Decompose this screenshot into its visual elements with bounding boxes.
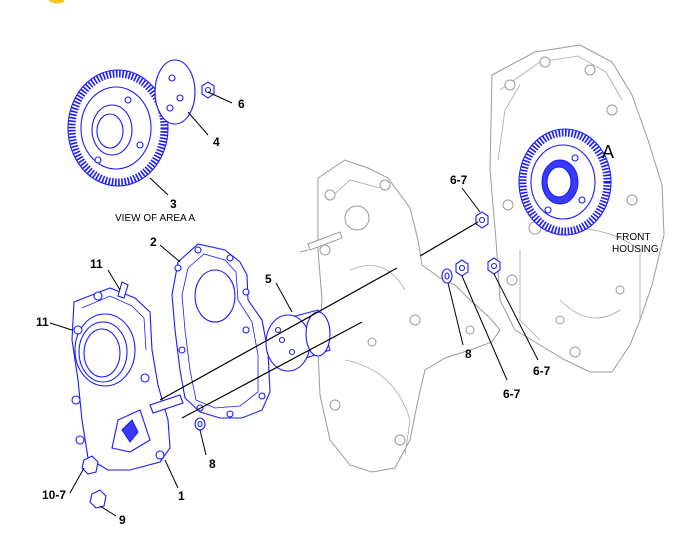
callout-11-left: 11 — [36, 315, 49, 329]
idler-gear — [67, 69, 169, 187]
timing-plate — [299, 159, 501, 473]
callout-5: 5 — [265, 272, 272, 286]
callout-9: 9 — [119, 513, 126, 527]
leader-lines — [49, 91, 539, 517]
housing-gear — [518, 128, 612, 236]
callout-4: 4 — [213, 135, 220, 149]
assembly-axes — [159, 221, 479, 419]
corner-accent — [48, 0, 64, 4]
callout-8-left: 8 — [209, 457, 216, 471]
bolt-10-7 — [81, 455, 99, 475]
callout-11-top: 11 — [90, 257, 103, 271]
callout-6-7-top: 6-7 — [450, 173, 468, 187]
nut-6-7-middle — [455, 259, 469, 277]
washer-8-right — [441, 268, 453, 284]
callout-6: 6 — [238, 97, 245, 111]
callout-6-7-right: 6-7 — [533, 364, 551, 378]
nut-6-7-right — [487, 257, 501, 275]
callout-10-7: 10-7 — [42, 488, 66, 502]
view-of-area-caption: VIEW OF AREA A — [115, 213, 195, 224]
callout-2: 2 — [150, 235, 157, 249]
sleeve-bearing — [265, 309, 331, 372]
nut-6 — [201, 81, 215, 99]
gasket — [171, 243, 271, 419]
pump-housing — [71, 281, 184, 471]
front-housing-label-line2: HOUSING — [612, 244, 659, 255]
washer-8-left — [194, 417, 206, 431]
retaining-plate — [154, 59, 196, 125]
callout-6-7-bottom: 6-7 — [503, 387, 521, 401]
callout-8-right: 8 — [465, 347, 472, 361]
callout-1: 1 — [178, 489, 185, 503]
callout-3: 3 — [170, 197, 177, 211]
area-letter: A — [602, 142, 614, 162]
plug-9 — [89, 489, 107, 509]
front-housing-label-line1: FRONT — [616, 232, 650, 243]
nut-6-7-top — [475, 211, 489, 229]
